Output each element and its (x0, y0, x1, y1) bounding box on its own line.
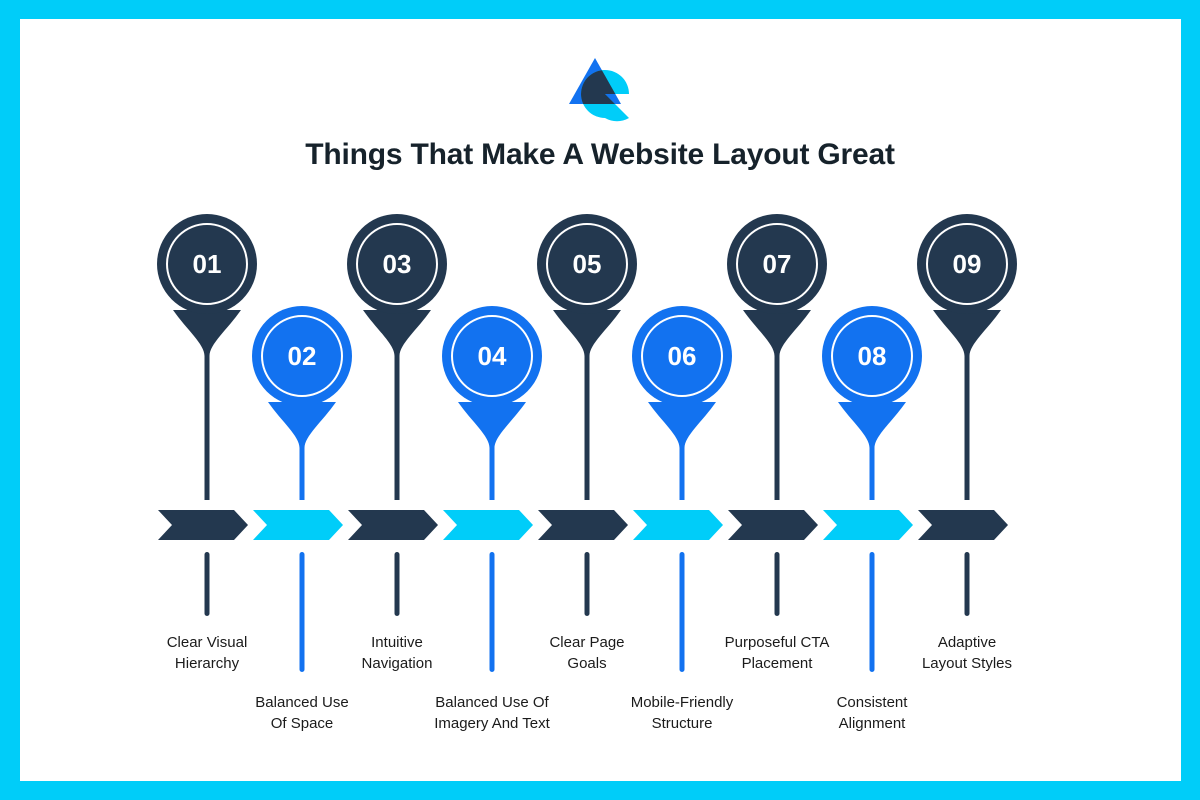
chevron-segment-6 (633, 510, 723, 540)
item-label-line1: Balanced Use Of (435, 694, 549, 711)
item-label-line1: Intuitive (371, 634, 423, 651)
item-label-line1: Adaptive (937, 634, 997, 651)
connector-line-03 (394, 552, 400, 616)
chevron-segment-8 (823, 510, 913, 540)
item-label-line2: Hierarchy (174, 655, 240, 672)
item-label-line2: Alignment (838, 715, 906, 732)
pin-marker-05[interactable]: 05 (537, 214, 637, 500)
pin-inner-ring (166, 223, 248, 305)
pin-marker-07[interactable]: 07 (727, 214, 827, 500)
chevron-segment-9 (918, 510, 1008, 540)
item-label-line1: Clear Page (549, 634, 625, 651)
pin-circle (347, 214, 447, 314)
connector-line-01 (204, 552, 210, 616)
connector-line-02 (299, 552, 305, 672)
pin-marker-08[interactable]: 08 (822, 306, 922, 500)
item-label-line2: Navigation (361, 655, 433, 672)
connector-line-05 (584, 552, 590, 616)
chevron-segment-4 (443, 510, 533, 540)
chevron-segment-7 (728, 510, 818, 540)
pin-stem (743, 310, 811, 500)
pin-circle (252, 306, 352, 406)
item-label-line2: Of Space (270, 715, 334, 732)
chevron-segment-3 (348, 510, 438, 540)
connector-line-07 (774, 552, 780, 616)
pin-number: 07 (763, 249, 792, 279)
pin-inner-ring (926, 223, 1008, 305)
pin-number: 09 (953, 249, 982, 279)
pin-number: 08 (858, 341, 887, 371)
pin-number: 03 (383, 249, 412, 279)
pin-inner-ring (451, 315, 533, 397)
item-label-line2: Placement (741, 655, 813, 672)
chevron-timeline-band (158, 510, 1008, 540)
pin-number: 04 (478, 341, 507, 371)
pin-number: 01 (193, 249, 222, 279)
pin-number: 02 (288, 341, 317, 371)
item-label-line2: Structure (651, 715, 713, 732)
pin-stem (173, 310, 241, 500)
pin-stem (363, 310, 431, 500)
pin-inner-ring (546, 223, 628, 305)
item-label-07: Purposeful CTA Placement (682, 632, 872, 674)
item-label-04: Balanced Use Of Imagery And Text (397, 692, 587, 734)
pin-marker-03[interactable]: 03 (347, 214, 447, 500)
chevron-segment-2 (253, 510, 343, 540)
connector-line-09 (964, 552, 970, 616)
brand-logo-icon (569, 58, 629, 122)
chevron-segment-5 (538, 510, 628, 540)
pin-inner-ring (831, 315, 913, 397)
pin-circle (822, 306, 922, 406)
pin-stem (838, 402, 906, 500)
connector-line-04 (489, 552, 495, 672)
item-label-line1: Balanced Use (255, 694, 349, 711)
item-label-line2: Layout Styles (921, 655, 1013, 672)
item-label-line2: Imagery And Text (434, 715, 550, 732)
pin-inner-ring (356, 223, 438, 305)
page-title: Things That Make A Website Layout Great (305, 138, 895, 171)
connector-line-06 (679, 552, 685, 672)
pin-marker-01[interactable]: 01 (157, 214, 257, 500)
pin-circle (537, 214, 637, 314)
pin-number: 05 (573, 249, 602, 279)
pin-marker-02[interactable]: 02 (252, 306, 352, 500)
item-label-line1: Clear Visual (166, 634, 248, 651)
pin-marker-09[interactable]: 09 (917, 214, 1017, 500)
poster-canvas (20, 19, 1181, 781)
pin-inner-ring (736, 223, 818, 305)
pin-circle (727, 214, 827, 314)
item-label-line1: Consistent (836, 694, 908, 711)
pin-circle (157, 214, 257, 314)
item-label-line1: Mobile-Friendly (630, 694, 734, 711)
pin-marker-04[interactable]: 04 (442, 306, 542, 500)
item-label-line1: Purposeful CTA (724, 634, 830, 651)
pin-stem (553, 310, 621, 500)
pin-stem (268, 402, 336, 500)
pins-layer: 01 03 05 07 09 02 04 06 08 (157, 214, 1017, 500)
item-label-line2: Goals (567, 655, 607, 672)
pin-circle (917, 214, 1017, 314)
pin-inner-ring (261, 315, 343, 397)
item-label-02: Balanced Use Of Space (207, 692, 397, 734)
connectors-layer (204, 552, 970, 672)
pin-stem (648, 402, 716, 500)
chevron-segment-1 (158, 510, 248, 540)
connector-line-08 (869, 552, 875, 672)
pin-inner-ring (641, 315, 723, 397)
pin-marker-06[interactable]: 06 (632, 306, 732, 500)
pin-number: 06 (668, 341, 697, 371)
pin-circle (442, 306, 542, 406)
pin-circle (632, 306, 732, 406)
pin-stem (458, 402, 526, 500)
pin-stem (933, 310, 1001, 500)
